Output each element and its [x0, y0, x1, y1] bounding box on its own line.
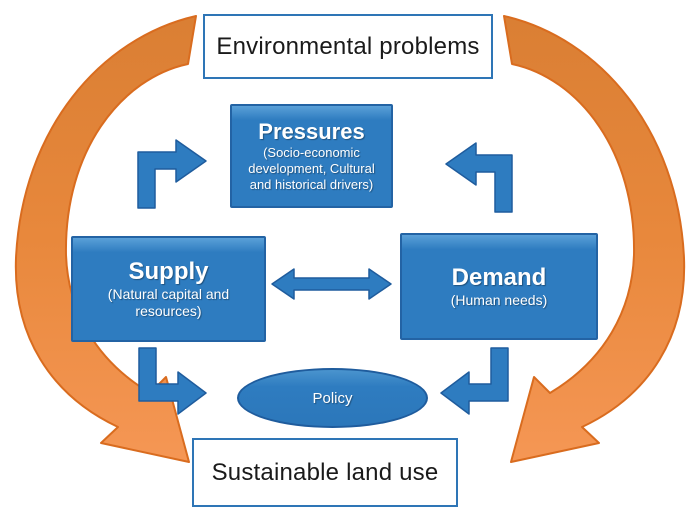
- pressures-title: Pressures: [258, 119, 365, 144]
- supply-subtitle: (Natural capital and resources): [107, 286, 230, 319]
- policy-ellipse: Policy: [237, 368, 428, 428]
- supply-to-pressures-arrow-icon: [137, 139, 207, 209]
- supply-title: Supply: [128, 258, 209, 285]
- demand-to-policy-arrow-icon: [440, 347, 509, 415]
- sustainable-land-use-box: Sustainable land use: [192, 438, 458, 507]
- supply-to-policy-arrow-icon: [138, 347, 207, 415]
- environmental-problems-box: Environmental problems: [203, 14, 493, 79]
- environmental-problems-label: Environmental problems: [216, 32, 480, 60]
- demand-box: Demand (Human needs): [400, 233, 598, 340]
- pressures-box: Pressures (Socio-economic development, C…: [230, 104, 393, 208]
- supply-demand-double-arrow-icon: [271, 268, 392, 300]
- sustainable-land-use-label: Sustainable land use: [211, 458, 439, 486]
- supply-box: Supply (Natural capital and resources): [71, 236, 266, 342]
- pressures-subtitle: (Socio-economic development, Cultural an…: [248, 145, 375, 192]
- policy-label: Policy: [312, 389, 353, 407]
- right-cycle-arrow-icon: [503, 15, 686, 463]
- demand-title: Demand: [451, 264, 547, 291]
- demand-subtitle: (Human needs): [450, 292, 548, 308]
- demand-to-pressures-arrow-icon: [445, 142, 513, 213]
- left-cycle-arrow-icon: [14, 15, 197, 463]
